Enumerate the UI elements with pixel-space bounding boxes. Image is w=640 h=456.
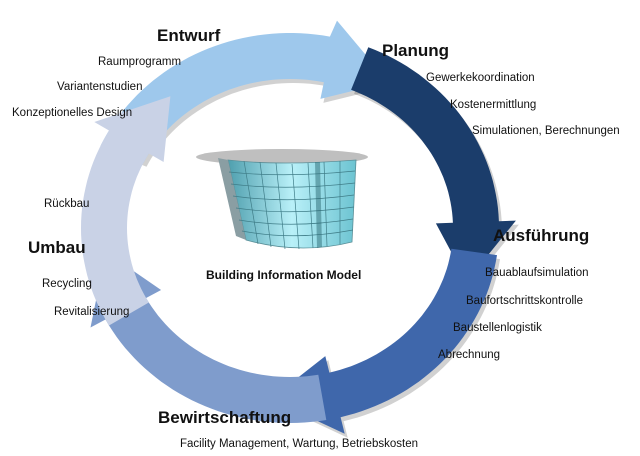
phase-item-umbau-3: Revitalisierung (54, 306, 130, 318)
building-icon (196, 149, 368, 250)
phase-title-entwurf: Entwurf (157, 26, 221, 45)
arrow-planung (351, 47, 516, 282)
phase-item-planung-3: Simulationen, Berechnungen (472, 125, 620, 137)
phase-title-ausfuehrung: Ausführung (493, 226, 590, 245)
arrow-umbau (81, 96, 171, 326)
phase-item-umbau-2: Recycling (42, 278, 92, 290)
phase-title-umbau: Umbau (28, 238, 86, 257)
center-title: Building Information Model (206, 268, 362, 282)
phase-title-bewirtschaftung: Bewirtschaftung (158, 408, 292, 427)
phase-item-ausfuehrung-4: Abrechnung (438, 349, 501, 361)
phase-item-entwurf-2: Variantenstudien (57, 81, 143, 93)
arrow-ausfuehrung (270, 248, 497, 434)
phase-item-ausfuehrung-1: Bauablaufsimulation (485, 267, 589, 279)
phase-item-umbau-1: Rückbau (44, 198, 90, 210)
phase-item-entwurf-1: Raumprogramm (98, 56, 182, 68)
phase-item-entwurf-3: Konzeptionelles Design (12, 107, 133, 119)
phase-item-ausfuehrung-2: Baufortschrittskontrolle (466, 295, 583, 307)
cycle-arrows (81, 20, 519, 438)
arrow-bewirtschaftung (90, 251, 327, 423)
phase-item-ausfuehrung-3: Baustellenlogistik (453, 322, 542, 334)
phase-item-planung-2: Kostenermittlung (450, 99, 537, 111)
arrow-entwurf (100, 20, 389, 163)
phase-item-bewirtschaftung-1: Facility Management, Wartung, Betriebsko… (180, 438, 418, 450)
phase-item-planung-1: Gewerkekoordination (426, 72, 535, 84)
phase-title-planung: Planung (382, 41, 450, 60)
